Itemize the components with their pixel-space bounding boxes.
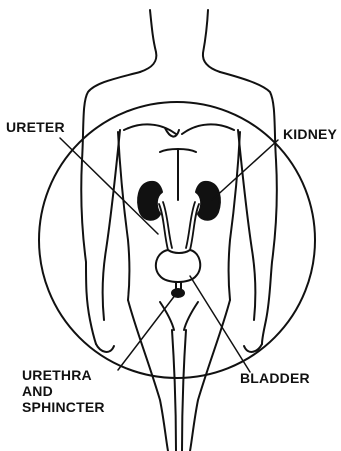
label-urethra-line2: AND xyxy=(22,383,105,399)
label-urethra-line3: SPHINCTER xyxy=(22,399,105,415)
leader-lines xyxy=(60,138,278,372)
urethra xyxy=(172,282,184,297)
bladder xyxy=(156,250,200,282)
label-urethra-line1: URETHRA xyxy=(22,367,105,383)
label-kidney: KIDNEY xyxy=(283,126,337,142)
left-kidney xyxy=(138,182,162,220)
label-urethra-and-sphincter: URETHRA AND SPHINCTER xyxy=(22,367,105,415)
label-bladder: BLADDER xyxy=(240,370,310,386)
right-kidney xyxy=(196,182,220,220)
label-ureter: URETER xyxy=(6,119,65,135)
ureters xyxy=(159,202,199,250)
